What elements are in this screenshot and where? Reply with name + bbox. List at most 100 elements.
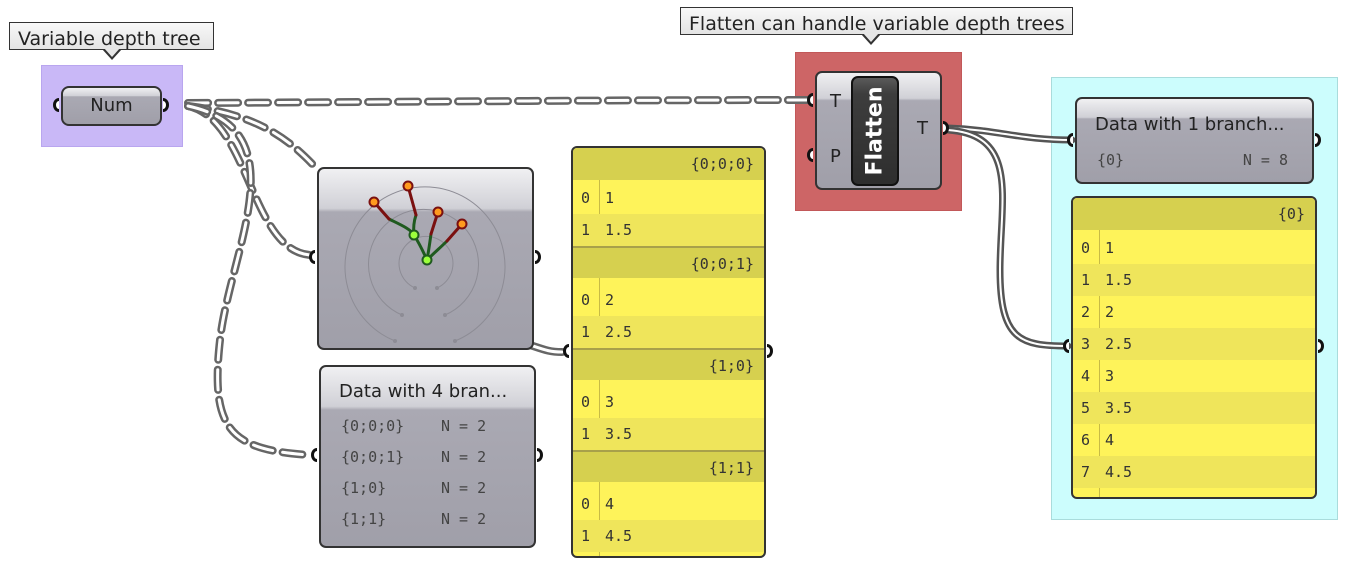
flatten-name-plate: Flatten (851, 76, 899, 186)
node-a (408, 229, 420, 241)
panel-branch-header: {0;0;0} (573, 148, 764, 180)
wire-flatten-to-panel (944, 126, 1072, 350)
param-viewer-right[interactable]: Data with 1 branch... {0} N = 8 (1075, 97, 1314, 184)
flatten-output-t-label: T (917, 118, 928, 139)
row-value: 2.5 (605, 323, 633, 341)
flatten-component[interactable]: T P T Flatten (815, 71, 942, 190)
param-viewer-right-output-port[interactable] (1315, 133, 1321, 147)
num-output-port[interactable] (163, 98, 169, 112)
branch-count: N = 2 (441, 448, 487, 466)
branch-row: {0;0;1} N = 2 (341, 448, 521, 479)
num-input-port[interactable] (53, 98, 59, 112)
wire-num-to-flatten-inner (186, 98, 812, 105)
annotation-bubble-left: Variable depth tree (9, 22, 214, 60)
row-value: 3 (1105, 367, 1115, 385)
branch-path: {1;1} (341, 510, 387, 528)
row-index: 0 (1081, 239, 1091, 257)
flatten-input-t-label: T (830, 91, 841, 112)
tree-viewer[interactable] (317, 167, 534, 350)
row-index: 4 (1081, 367, 1091, 385)
param-viewer-left-input-port[interactable] (311, 448, 317, 462)
param-viewer-title: Data with 1 branch... (1095, 114, 1285, 135)
branch-path: {0} (1097, 151, 1125, 169)
leaf-node-2 (402, 180, 414, 192)
row-value: 2.5 (1105, 335, 1133, 353)
num-parameter[interactable]: Num (61, 86, 162, 126)
row-index: 1 (581, 527, 591, 545)
flatten-output-t-port[interactable] (943, 121, 949, 135)
row-index: 2 (1081, 303, 1091, 321)
row-value: 4 (605, 495, 615, 513)
row-index: 0 (581, 495, 591, 513)
branch-count: N = 2 (441, 510, 487, 528)
row-index: 6 (1081, 431, 1091, 449)
panel-right-output-port[interactable] (1318, 339, 1324, 353)
param-viewer-left-output-port[interactable] (537, 448, 543, 462)
branch-path: {0} (1277, 205, 1305, 223)
panel-branch-header: {1;1} (573, 450, 764, 482)
ring-middle (368, 208, 479, 316)
row-value: 3.5 (605, 425, 633, 443)
row-index: 1 (581, 221, 591, 239)
row-value: 3.5 (1105, 399, 1133, 417)
row-value: 4 (1105, 431, 1115, 449)
row-index: 0 (581, 291, 591, 309)
panel-left-input-port[interactable] (563, 344, 569, 358)
tree-viewer-input-port[interactable] (309, 250, 315, 264)
branch-count: N = 2 (441, 417, 487, 435)
branch-path: {0;0;1} (341, 448, 405, 466)
panel-branch-header: {0} (1073, 198, 1315, 230)
flatten-input-p-label: P (830, 146, 841, 167)
panel-left-output-port[interactable] (767, 344, 773, 358)
panel-right-input-port[interactable] (1063, 339, 1069, 353)
node-root (421, 254, 433, 266)
num-label: Num (90, 95, 133, 116)
wire-num-to-tree-viewer-b (184, 102, 322, 174)
row-value: 1.5 (605, 221, 633, 239)
param-viewer-title: Data with 4 bran... (339, 381, 508, 402)
row-index: 1 (581, 323, 591, 341)
leaf-node-4 (456, 218, 468, 230)
row-index: 0 (581, 393, 591, 411)
wire-num-to-flatten (184, 96, 814, 107)
branch-list: {0;0;0} N = 2 {0;0;1} N = 2 {1;0} N = 2 … (341, 417, 521, 541)
flatten-input-t-port[interactable] (807, 93, 813, 107)
branch-row: {0;0;0} N = 2 (341, 417, 521, 448)
leaf-node-3 (432, 206, 444, 218)
row-value: 4.5 (605, 527, 633, 545)
branch-row: {1;1} N = 2 (341, 510, 521, 541)
tree-viewer-output-port[interactable] (535, 250, 541, 264)
param-viewer-right-input-port[interactable] (1067, 133, 1073, 147)
row-value: 1 (605, 189, 615, 207)
row-value: 2 (605, 291, 615, 309)
row-index: 1 (581, 425, 591, 443)
branch-row: {1;0} N = 2 (341, 479, 521, 510)
branch-count: N = 2 (441, 479, 487, 497)
wire-num-to-param-viewer (184, 102, 314, 459)
row-value: 1 (1105, 239, 1115, 257)
row-index: 7 (1081, 463, 1091, 481)
param-viewer-left[interactable]: Data with 4 bran... {0;0;0} N = 2 {0;0;1… (319, 365, 536, 548)
branch-path: {0;0;0} (690, 155, 754, 173)
flatten-input-p-port[interactable] (807, 148, 813, 162)
row-index: 1 (1081, 271, 1091, 289)
branch-path: {1;0} (341, 479, 387, 497)
tree-graph (344, 180, 506, 343)
row-value: 4.5 (1105, 463, 1133, 481)
annotation-bubble-right: Flatten can handle variable depth trees (680, 7, 1073, 45)
